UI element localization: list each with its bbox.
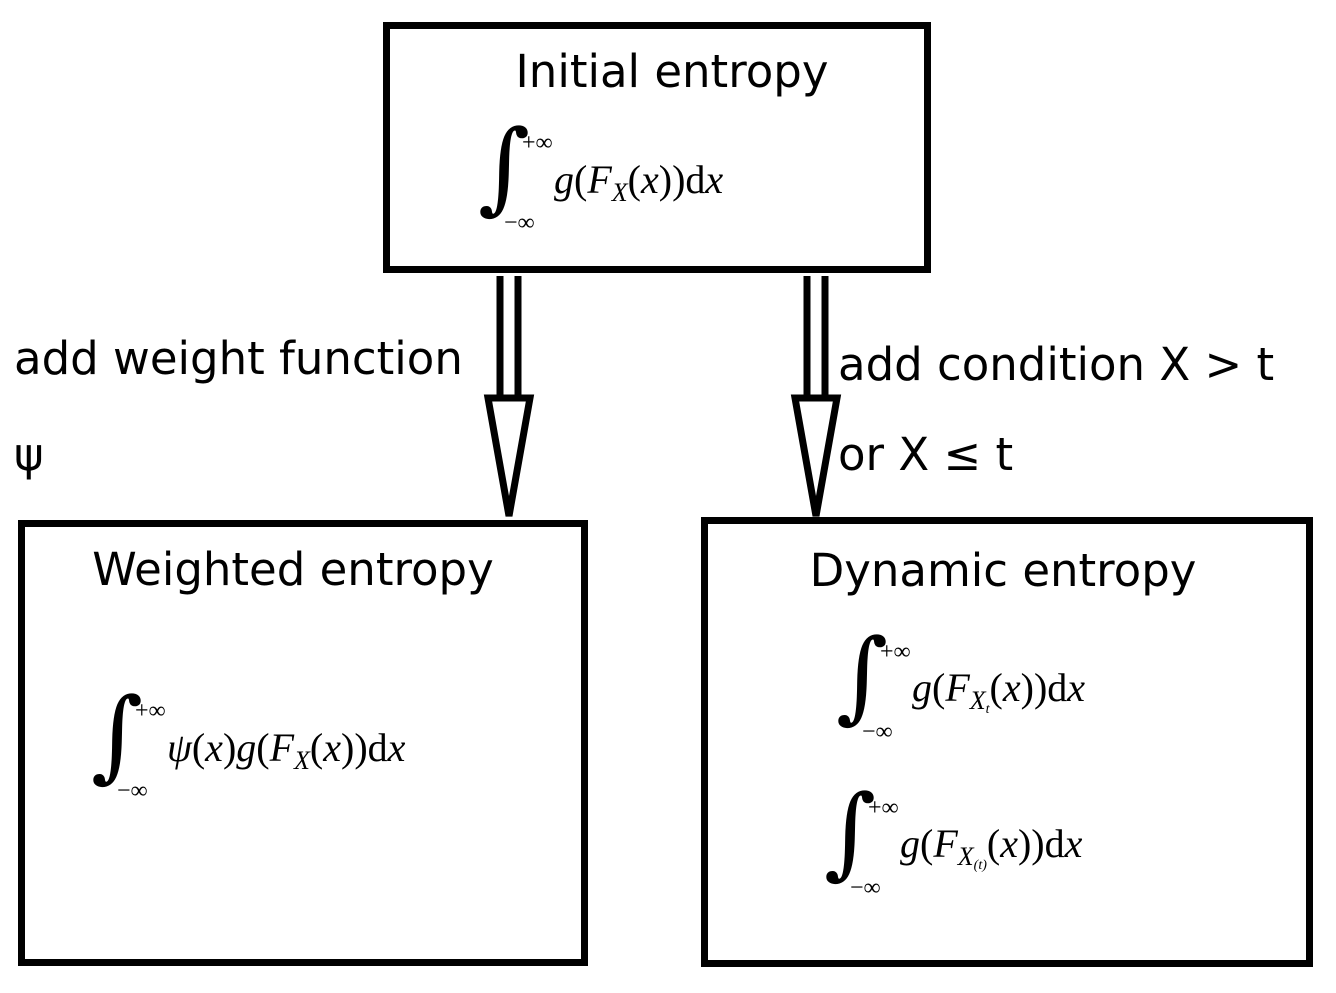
dynamic-entropy-formula-residual: ∫ +∞ −∞ g(FXt(x))dx <box>836 617 1086 746</box>
integrand: g(FXt(x))dx <box>912 665 1086 717</box>
upper-limit: +∞ <box>135 698 166 724</box>
weight-edge-label-line2: ψ <box>14 428 44 481</box>
integrand: g(FX(x))dx <box>554 157 724 207</box>
initial-entropy-box: Initial entropy ∫ +∞ −∞ g(FX(x))dx <box>383 22 931 273</box>
condition-edge-label-line1: add condition X > t <box>838 338 1275 391</box>
lower-limit: −∞ <box>850 875 881 901</box>
dynamic-entropy-box: Dynamic entropy ∫ +∞ −∞ g(FXt(x))dx ∫ +∞… <box>701 517 1313 967</box>
upper-limit: +∞ <box>522 130 553 156</box>
lower-limit: −∞ <box>504 210 535 236</box>
condition-edge-label-line2: or X ≤ t <box>838 428 1014 481</box>
arrow-to-weighted <box>483 276 535 517</box>
integral-sign: ∫ +∞ −∞ <box>836 617 911 745</box>
dynamic-entropy-formula-past: ∫ +∞ −∞ g(FX(t)(x))dx <box>824 773 1083 902</box>
weighted-entropy-title: Weighted entropy <box>92 543 494 596</box>
initial-entropy-formula: ∫ +∞ −∞ g(FX(x))dx <box>478 108 724 237</box>
initial-entropy-title: Initial entropy <box>515 45 829 98</box>
integral-sign: ∫ +∞ −∞ <box>824 773 899 901</box>
integrand: g(FX(t)(x))dx <box>900 821 1083 873</box>
weight-edge-label-line1: add weight function <box>14 332 463 385</box>
integral-sign: ∫ +∞ −∞ <box>91 676 166 804</box>
arrow-to-dynamic <box>790 276 842 517</box>
dynamic-entropy-title: Dynamic entropy <box>809 544 1197 597</box>
upper-limit: +∞ <box>880 639 911 665</box>
lower-limit: −∞ <box>117 778 148 804</box>
integrand: ψ(x)g(FX(x))dx <box>167 725 406 775</box>
weighted-entropy-box: Weighted entropy ∫ +∞ −∞ ψ(x)g(FX(x))dx <box>18 520 588 966</box>
weighted-entropy-formula: ∫ +∞ −∞ ψ(x)g(FX(x))dx <box>91 676 406 805</box>
lower-limit: −∞ <box>862 719 893 745</box>
integral-sign: ∫ +∞ −∞ <box>478 108 553 236</box>
upper-limit: +∞ <box>868 795 899 821</box>
